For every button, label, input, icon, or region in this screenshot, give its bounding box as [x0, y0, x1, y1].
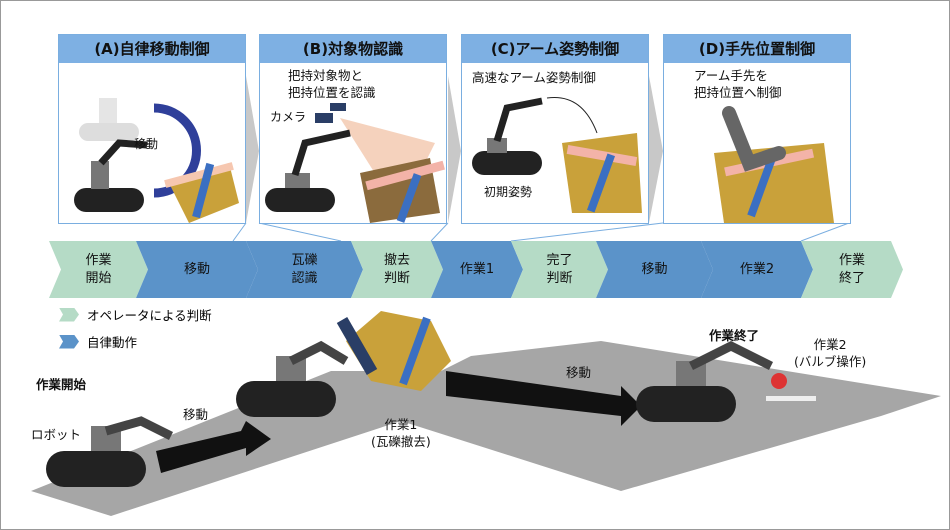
- flow-step-auto: 移動: [596, 241, 713, 298]
- initial-posture-label: 初期姿勢: [484, 185, 533, 199]
- flow-step-label: 移動: [183, 261, 210, 277]
- flow-step-label: 判断: [546, 270, 573, 286]
- robot-label: ロボット: [31, 427, 82, 442]
- work-scene-illustration: [31, 311, 941, 516]
- legend-label: 自律動作: [87, 335, 138, 350]
- move1-label: 移動: [183, 407, 209, 422]
- robot-move-illustration: [74, 98, 239, 223]
- panel-title: (A)自律移動制御: [59, 35, 245, 63]
- legend-auto: 自律動作: [59, 332, 137, 351]
- camera-label: カメラ: [270, 110, 307, 124]
- flow-step-operator: 作業開始: [49, 241, 148, 298]
- flow-step-auto: 瓦礫認識: [246, 241, 363, 298]
- flow-step-label: 作業: [838, 252, 865, 268]
- flow-step-auto: 作業1: [431, 241, 523, 298]
- panel-object-recognition: (B)対象物認識 把持対象物と把持位置を認識 カメラ: [259, 34, 447, 224]
- flow-step-auto: 移動: [136, 241, 258, 298]
- legend-swatch-operator: [59, 307, 79, 322]
- arm-posture-illustration: [472, 96, 642, 213]
- scene-start-label: 作業開始: [36, 377, 87, 392]
- panel-autonomous-movement: (A)自律移動制御 移動: [58, 34, 246, 224]
- flow-step-label: 認識: [291, 270, 318, 286]
- robot-start: [46, 416, 174, 487]
- panel-title: (D)手先位置制御: [664, 35, 850, 63]
- panel-description: 把持対象物と把持位置を認識: [288, 68, 376, 100]
- move-label: 移動: [134, 137, 159, 151]
- flow-step-label: 完了: [546, 252, 573, 268]
- panel-arm-posture-control: (C)アーム姿勢制御 高速なアーム姿勢制御 初期姿勢: [461, 34, 649, 224]
- flow-step-label: 作業: [85, 252, 112, 268]
- task2-label: 作業2(バルブ操作): [794, 337, 867, 369]
- panel-title: (B)対象物認識: [260, 35, 446, 63]
- flow-step-operator: 完了判断: [511, 241, 608, 298]
- flow-step-label: 瓦礫: [291, 252, 318, 268]
- flow-step-label: 開始: [85, 270, 112, 286]
- scene-end-label: 作業終了: [709, 328, 760, 343]
- legend-operator: オペレータによる判断: [59, 305, 212, 324]
- task1-label: 作業1(瓦礫撤去): [371, 417, 431, 449]
- panel-connectors: [232, 76, 850, 241]
- flow-step-label: 作業2: [739, 261, 775, 277]
- panel-description: アーム手先を把持位置へ制御: [694, 68, 782, 100]
- panel-title: (C)アーム姿勢制御: [462, 35, 648, 63]
- panel-end-effector-control: (D)手先位置制御 アーム手先を把持位置へ制御: [663, 34, 851, 224]
- flow-step-operator: 撤去判断: [351, 241, 443, 298]
- camera-recognition-illustration: [265, 103, 445, 223]
- robot-end: [636, 340, 816, 422]
- flow-step-label: 作業1: [459, 261, 495, 277]
- flow-step-label: 判断: [383, 270, 410, 286]
- legend-label: オペレータによる判断: [87, 308, 212, 323]
- legend-swatch-auto: [59, 334, 79, 349]
- flow-step-label: 撤去: [383, 252, 410, 268]
- flow-step-label: 移動: [641, 261, 668, 277]
- flow-step-operator: 作業終了: [801, 241, 903, 298]
- flow-step-auto: 作業2: [701, 241, 813, 298]
- panel-description: 高速なアーム姿勢制御: [472, 70, 596, 85]
- move2-label: 移動: [566, 365, 592, 380]
- robot-middle: [236, 340, 349, 417]
- flow-step-label: 終了: [838, 270, 865, 286]
- end-effector-illustration: [714, 106, 834, 223]
